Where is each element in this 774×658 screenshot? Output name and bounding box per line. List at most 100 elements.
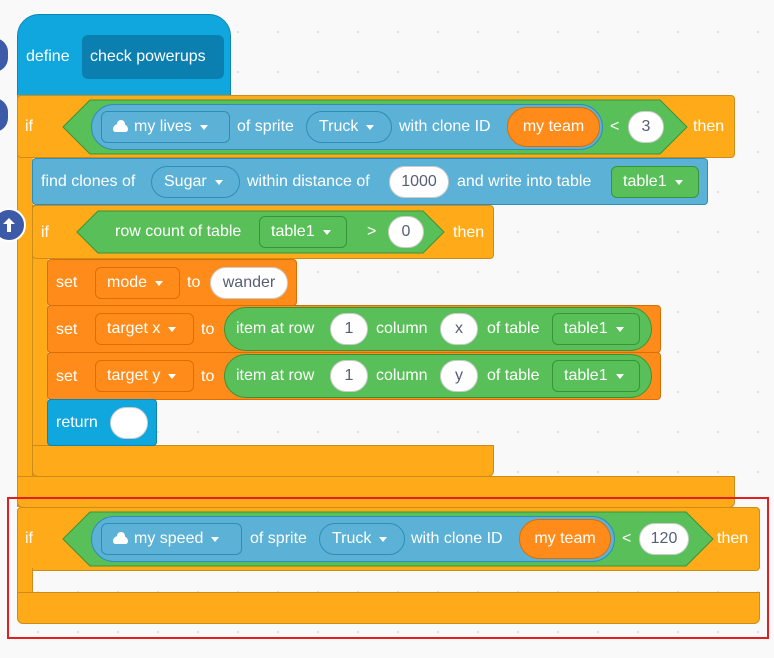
row-y-value: 1 <box>344 367 354 384</box>
block-navigation-button-1[interactable] <box>0 38 8 72</box>
mode-variable-label: mode <box>107 274 148 291</box>
clone-id-label: my team <box>522 118 585 135</box>
target-y-variable-dropdown[interactable]: target y <box>95 360 194 392</box>
less-than-operator: < <box>610 118 620 135</box>
then-keyword: then <box>453 224 485 241</box>
sprite-dropdown-truck[interactable]: Truck <box>319 523 405 555</box>
target-x-variable-label: target x <box>107 320 161 337</box>
clone-sprite-label: Sugar <box>164 173 207 190</box>
caret-down-icon <box>211 536 220 542</box>
column-y-value: y <box>455 367 463 384</box>
scroll-up-arrow-icon[interactable] <box>0 208 26 242</box>
find-table-dropdown[interactable]: table1 <box>611 166 699 198</box>
selection-highlight <box>7 497 769 639</box>
of-sprite-label: of sprite <box>250 530 307 547</box>
less-than-operator: < <box>622 530 632 547</box>
if-speed-arm <box>17 568 33 598</box>
with-clone-label: with clone ID <box>411 530 503 547</box>
caret-down-icon <box>155 280 164 286</box>
sprite-truck-label: Truck <box>319 118 359 135</box>
sprite-truck-label: Truck <box>332 530 372 547</box>
distance-input[interactable]: 1000 <box>389 166 449 198</box>
caret-down-icon <box>674 179 683 185</box>
caret-down-icon <box>379 536 388 542</box>
caret-down-icon <box>615 326 624 332</box>
cloud-icon <box>113 532 128 544</box>
caret-down-icon <box>615 373 624 379</box>
clone-sprite-dropdown[interactable]: Sugar <box>151 166 240 198</box>
row-x-input[interactable]: 1 <box>330 313 368 345</box>
find-clones-block[interactable]: find clones of within distance of and wr… <box>32 158 708 205</box>
if-speed-footer <box>17 592 760 624</box>
caret-down-icon <box>168 326 177 332</box>
cloud-icon <box>113 120 128 132</box>
if-keyword: if <box>25 530 33 547</box>
if-keyword: if <box>41 224 49 241</box>
set-keyword: set <box>56 274 78 291</box>
property-dropdown-speed[interactable]: my speed <box>101 523 242 555</box>
row-count-threshold-input[interactable]: 0 <box>388 216 424 248</box>
sprite-dropdown-truck[interactable]: Truck <box>306 111 392 143</box>
property-speed-label: my speed <box>134 530 204 547</box>
item-at-row-label: item at row <box>236 320 315 337</box>
speed-threshold-input[interactable]: 120 <box>639 523 689 555</box>
of-table-label: of table <box>487 320 540 337</box>
row-count-table-label: table1 <box>271 223 315 240</box>
target-y-variable-label: target y <box>107 367 161 384</box>
table-x-dropdown[interactable]: table1 <box>552 313 640 345</box>
property-dropdown-lives[interactable]: my lives <box>101 111 230 143</box>
target-x-variable-dropdown[interactable]: target x <box>95 313 194 345</box>
caret-down-icon <box>366 124 375 130</box>
table-x-label: table1 <box>564 320 608 337</box>
if-keyword: if <box>25 118 33 135</box>
column-label: column <box>376 367 428 384</box>
set-keyword: set <box>56 368 78 385</box>
clone-id-reporter[interactable]: my team <box>507 107 600 147</box>
to-keyword: to <box>187 274 201 291</box>
item-at-row-label: item at row <box>236 367 315 384</box>
block-navigation-button-2[interactable] <box>0 98 8 132</box>
table-y-dropdown[interactable]: table1 <box>552 360 640 392</box>
row-x-value: 1 <box>344 320 354 337</box>
find-table-label: table1 <box>623 173 667 190</box>
set-keyword: set <box>56 321 78 338</box>
define-name: check powerups <box>90 48 206 65</box>
column-x-value: x <box>455 320 463 337</box>
row-count-table-dropdown[interactable]: table1 <box>259 216 347 248</box>
to-keyword: to <box>201 368 215 385</box>
column-x-input[interactable]: x <box>440 313 478 345</box>
column-label: column <box>376 320 428 337</box>
lives-threshold-input[interactable]: 3 <box>628 111 664 143</box>
row-y-input[interactable]: 1 <box>330 360 368 392</box>
property-lives-label: my lives <box>134 118 192 135</box>
define-block[interactable]: define check powerups <box>17 14 231 100</box>
within-distance-label: within distance of <box>247 173 370 190</box>
mode-value-input[interactable]: wander <box>210 267 288 299</box>
write-into-table-label: and write into table <box>457 173 592 190</box>
to-keyword: to <box>201 321 215 338</box>
greater-than-operator: > <box>367 223 377 240</box>
of-table-label: of table <box>487 367 540 384</box>
row-count-threshold-value: 0 <box>401 223 411 240</box>
if-rows-footer <box>32 445 494 477</box>
mode-variable-dropdown[interactable]: mode <box>95 267 180 299</box>
of-sprite-label: of sprite <box>237 118 294 135</box>
column-y-input[interactable]: y <box>440 360 478 392</box>
return-value-input[interactable] <box>110 407 148 439</box>
with-clone-label: with clone ID <box>399 118 491 135</box>
define-keyword: define <box>26 48 70 65</box>
find-clones-label: find clones of <box>41 173 136 190</box>
return-label: return <box>56 414 98 431</box>
define-name-slot[interactable]: check powerups <box>82 35 224 79</box>
row-count-label: row count of table <box>115 223 242 240</box>
then-keyword: then <box>693 118 725 135</box>
mode-value: wander <box>222 274 276 291</box>
clone-id-reporter[interactable]: my team <box>519 519 611 559</box>
speed-threshold-value: 120 <box>650 530 678 547</box>
table-y-label: table1 <box>564 367 608 384</box>
distance-value: 1000 <box>401 173 437 190</box>
caret-down-icon <box>322 229 331 235</box>
then-keyword: then <box>717 530 749 547</box>
lives-threshold-value: 3 <box>641 118 651 135</box>
clone-id-label: my team <box>534 530 596 547</box>
